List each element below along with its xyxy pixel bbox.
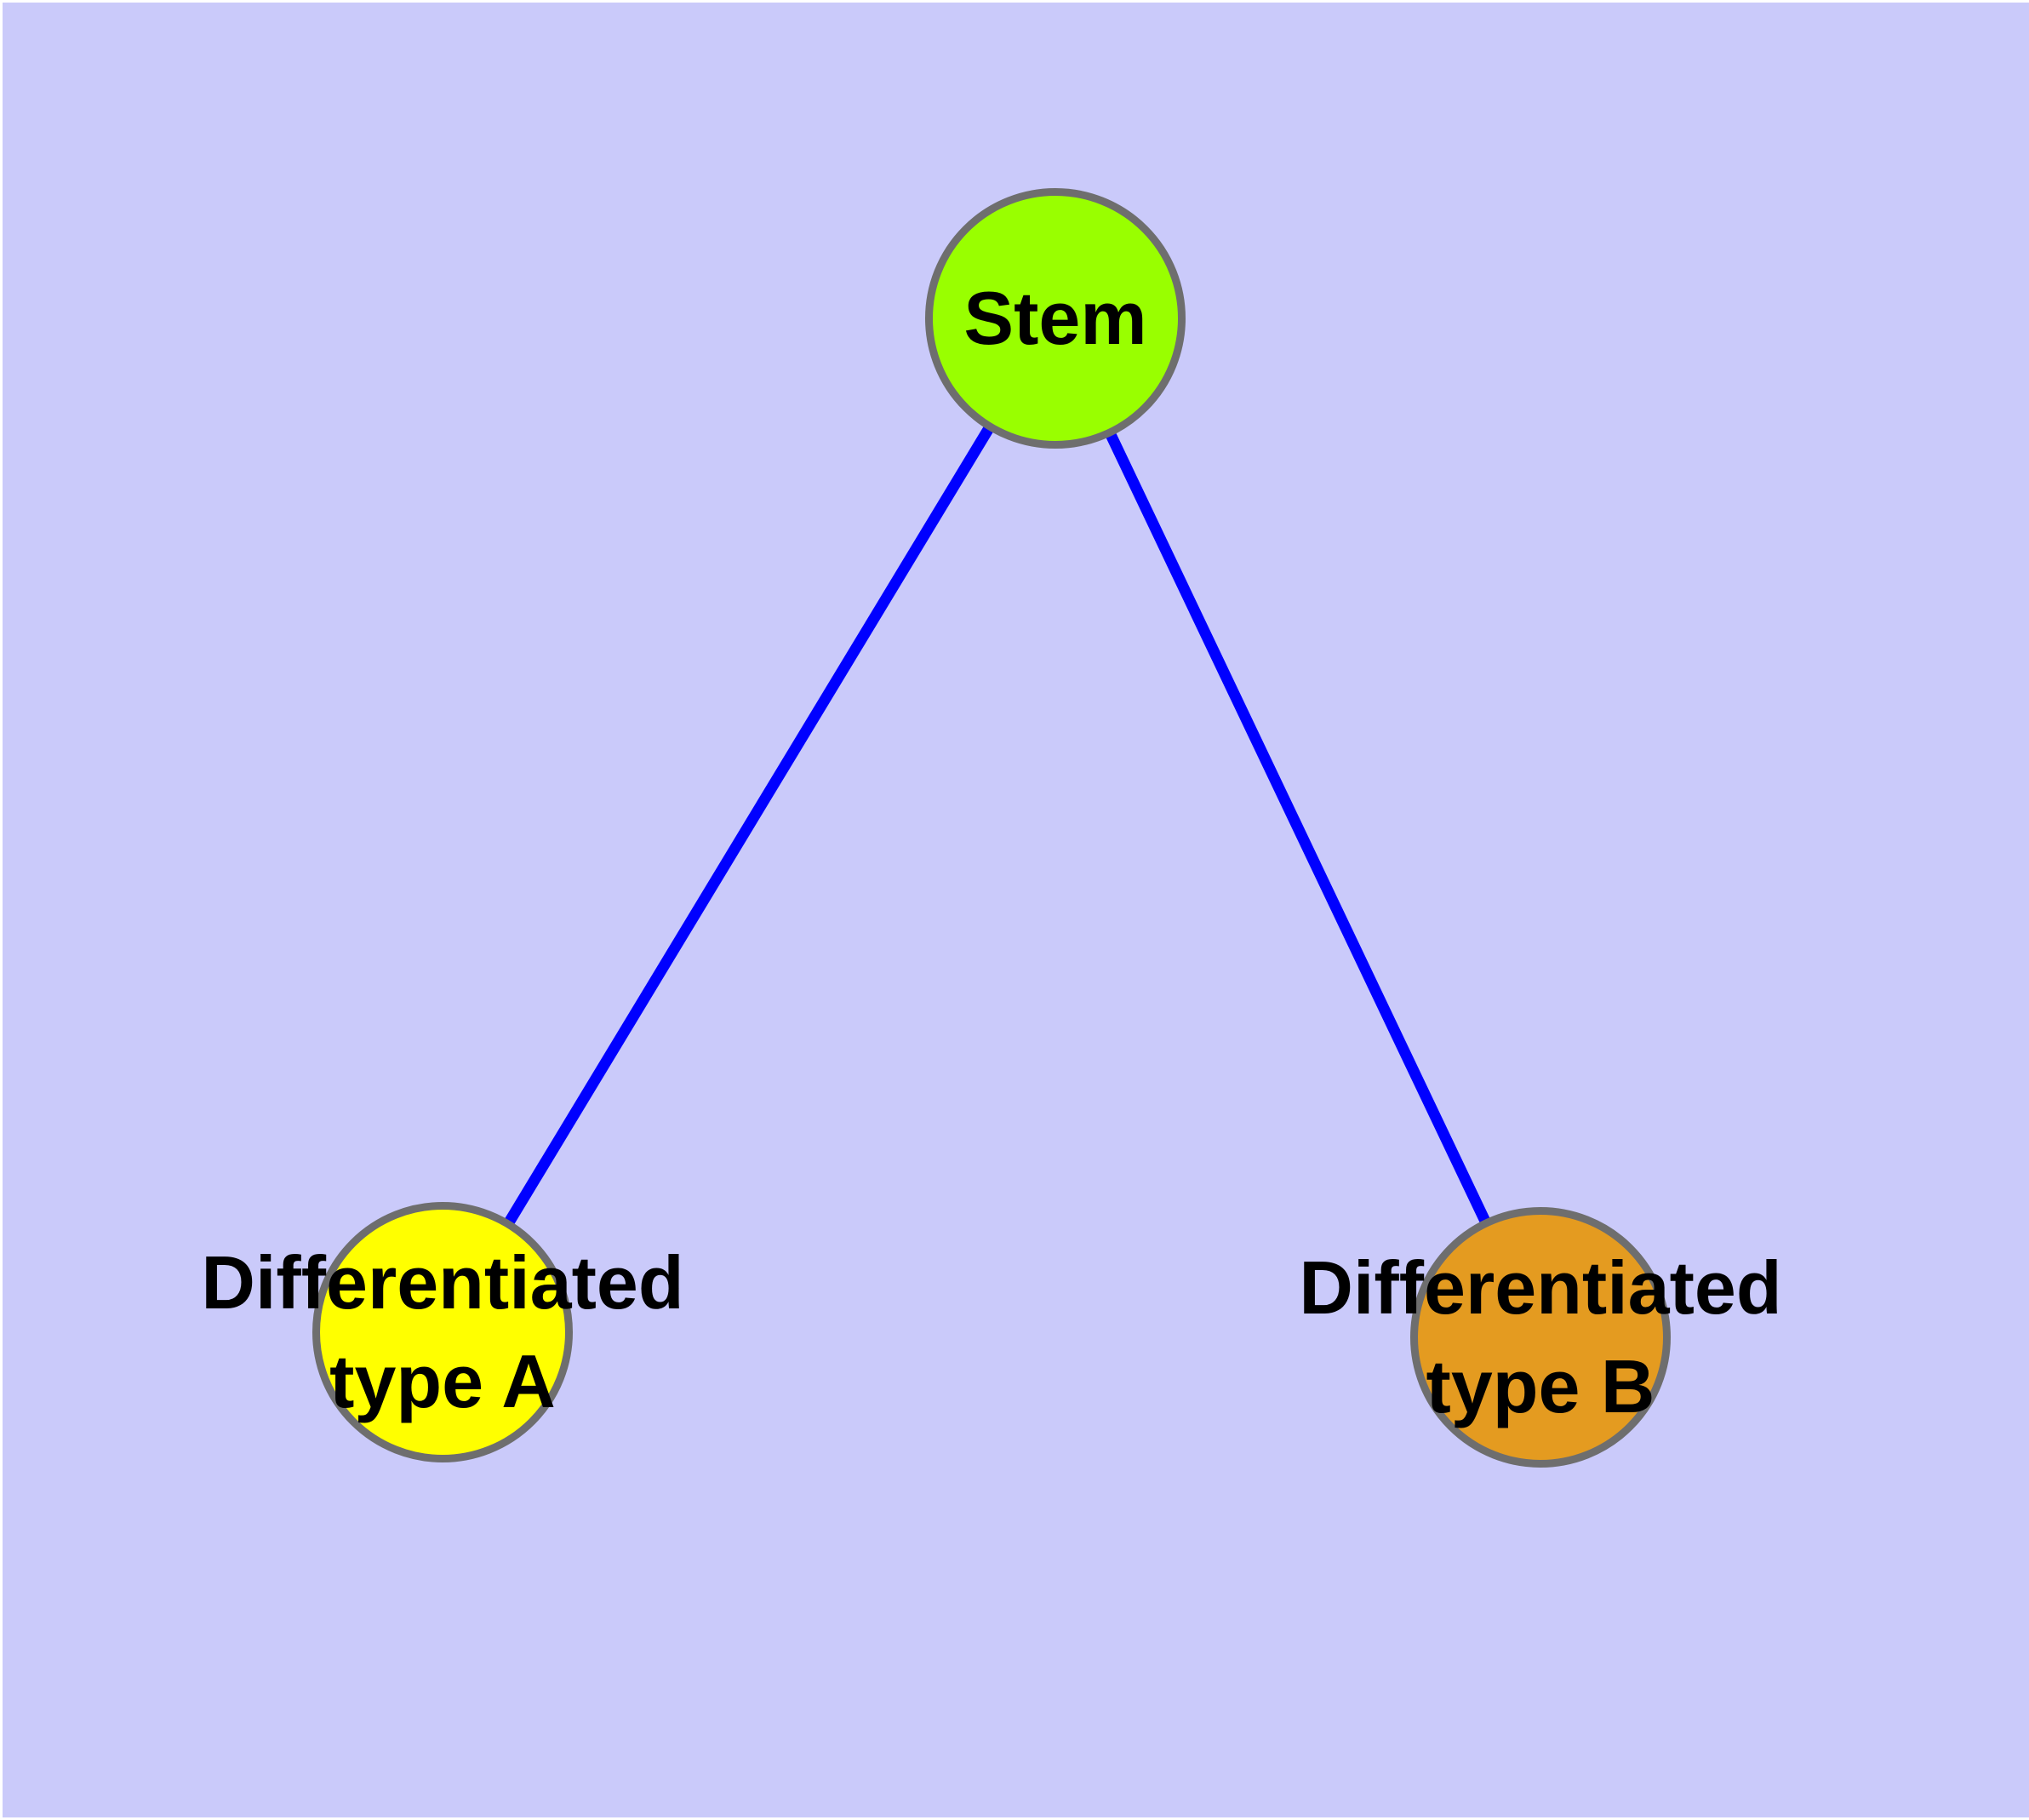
- node-stem-label: Stem: [672, 269, 1438, 368]
- node-type-b-label-line1: Differentiated: [1299, 1245, 1782, 1330]
- node-stem-label-text: Stem: [963, 276, 1147, 360]
- edge-stem-to-type-b: [1050, 316, 1546, 1340]
- node-stem: [925, 188, 1186, 449]
- node-type-a-label: Differentiated type A: [60, 1233, 826, 1431]
- edge-stem-to-type-a: [437, 315, 1060, 1336]
- node-type-a-label-line2: type A: [329, 1339, 556, 1423]
- node-differentiated-type-b: [1410, 1207, 1671, 1468]
- node-type-a-label-line1: Differentiated: [201, 1240, 684, 1325]
- node-type-b-label-line2: type B: [1426, 1344, 1655, 1428]
- node-differentiated-type-a: [312, 1202, 573, 1462]
- node-type-b-label: Differentiated type B: [1157, 1239, 1923, 1436]
